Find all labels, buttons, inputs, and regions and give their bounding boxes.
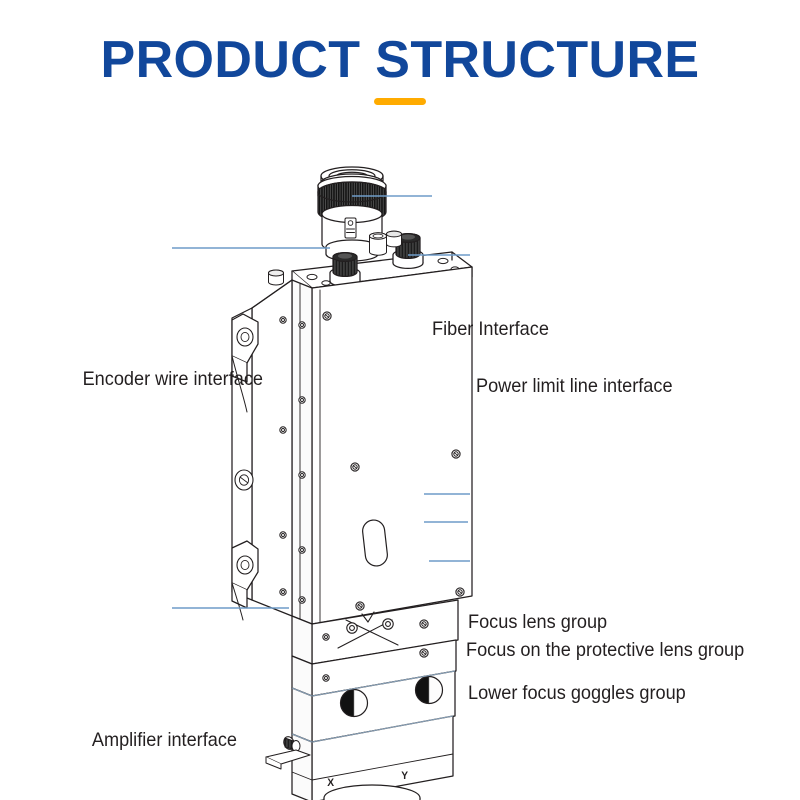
- xy-adjust-marking: [337, 611, 399, 649]
- callout-power-limit-line-interface: Power limit line interface: [476, 375, 673, 397]
- title-accent-bar: [374, 98, 426, 105]
- goggle-window-left: [339, 688, 369, 718]
- focus-lens-section: [291, 599, 459, 665]
- side-port-icon: [268, 269, 284, 286]
- laser-head-line-drawing: [172, 166, 473, 800]
- goggle-window-right: [414, 675, 444, 705]
- callout-amplifier-interface: Amplifier interface: [91, 729, 237, 751]
- callout-lower-focus-goggles-group: Lower focus goggles group: [468, 682, 686, 704]
- callout-focus-lens-group: Focus lens group: [468, 611, 608, 633]
- amplifier-connector-icon: [283, 736, 301, 752]
- callout-encoder-wire-interface: Encoder wire interface: [82, 368, 263, 390]
- section-highlight-lines: [291, 670, 456, 743]
- encoder-wire-connector-icon: [329, 251, 361, 288]
- power-limit-connector-icon: [392, 232, 424, 270]
- page-header: PRODUCT STRUCTURE: [0, 0, 800, 130]
- callout-focus-on-the-protective-lens-group: Focus on the protective lens group: [466, 639, 745, 661]
- axis-marker-x: X: [327, 777, 335, 789]
- lower-body-block: [265, 715, 454, 800]
- page-title: PRODUCT STRUCTURE: [100, 31, 700, 89]
- axis-marker-y: Y: [401, 770, 409, 782]
- callout-fiber-interface: Fiber Interface: [432, 318, 549, 340]
- auxiliary-ports-icon: [369, 230, 402, 256]
- leader-lines: [172, 195, 470, 609]
- inspection-slot: [362, 519, 388, 567]
- mounting-bracket: [231, 307, 259, 621]
- product-diagram: Fiber Interface Encoder wire interface P…: [0, 130, 800, 800]
